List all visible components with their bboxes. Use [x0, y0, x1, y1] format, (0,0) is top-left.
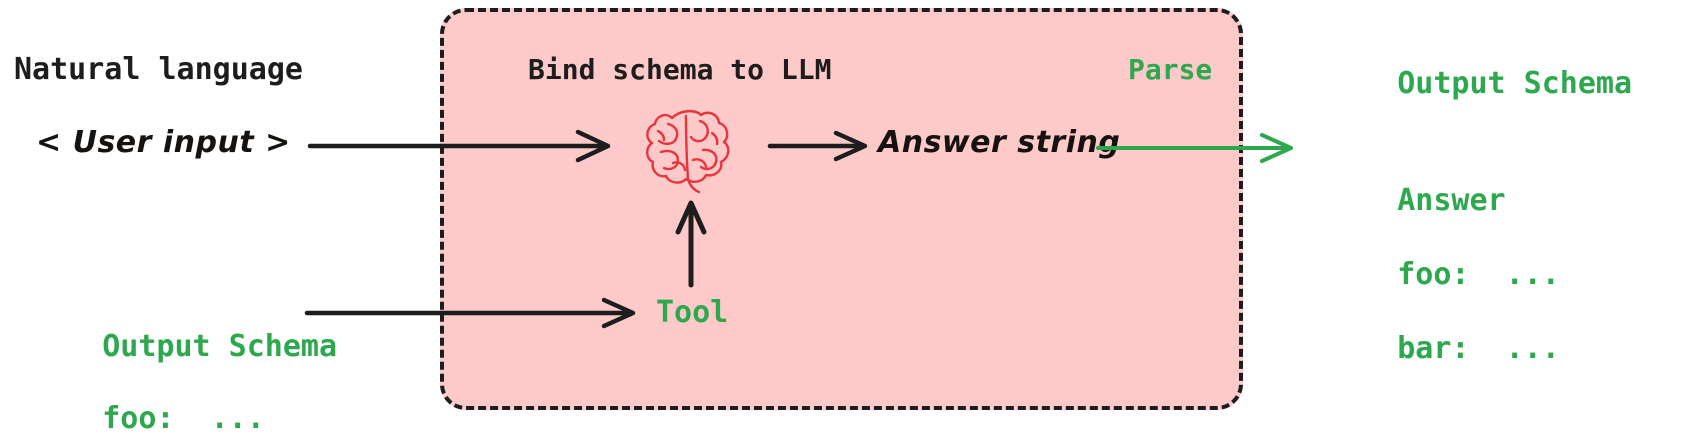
- output-schema-bar: bar: ...: [1397, 331, 1560, 366]
- input-schema-foo: foo: ...: [102, 401, 265, 436]
- answer-string-label: Answer string: [878, 125, 1121, 160]
- natural-language-heading: Natural language: [14, 52, 303, 87]
- tool-label: Tool: [656, 295, 729, 330]
- llm-panel: [440, 8, 1243, 410]
- bind-schema-label: Bind schema to LLM: [528, 53, 832, 86]
- input-output-schema-block: Output Schema foo: ... bar: ...: [30, 293, 337, 443]
- output-schema-foo: foo: ...: [1397, 257, 1560, 292]
- output-schema-heading: Output Schema: [1397, 66, 1633, 101]
- input-schema-heading: Output Schema: [102, 329, 338, 364]
- parse-label: Parse: [1128, 53, 1213, 86]
- user-input-label: < User input >: [36, 125, 291, 160]
- output-schema-answer: Answer: [1397, 183, 1506, 218]
- output-schema-block: Output Schema Answer foo: ... bar: ...: [1325, 28, 1632, 404]
